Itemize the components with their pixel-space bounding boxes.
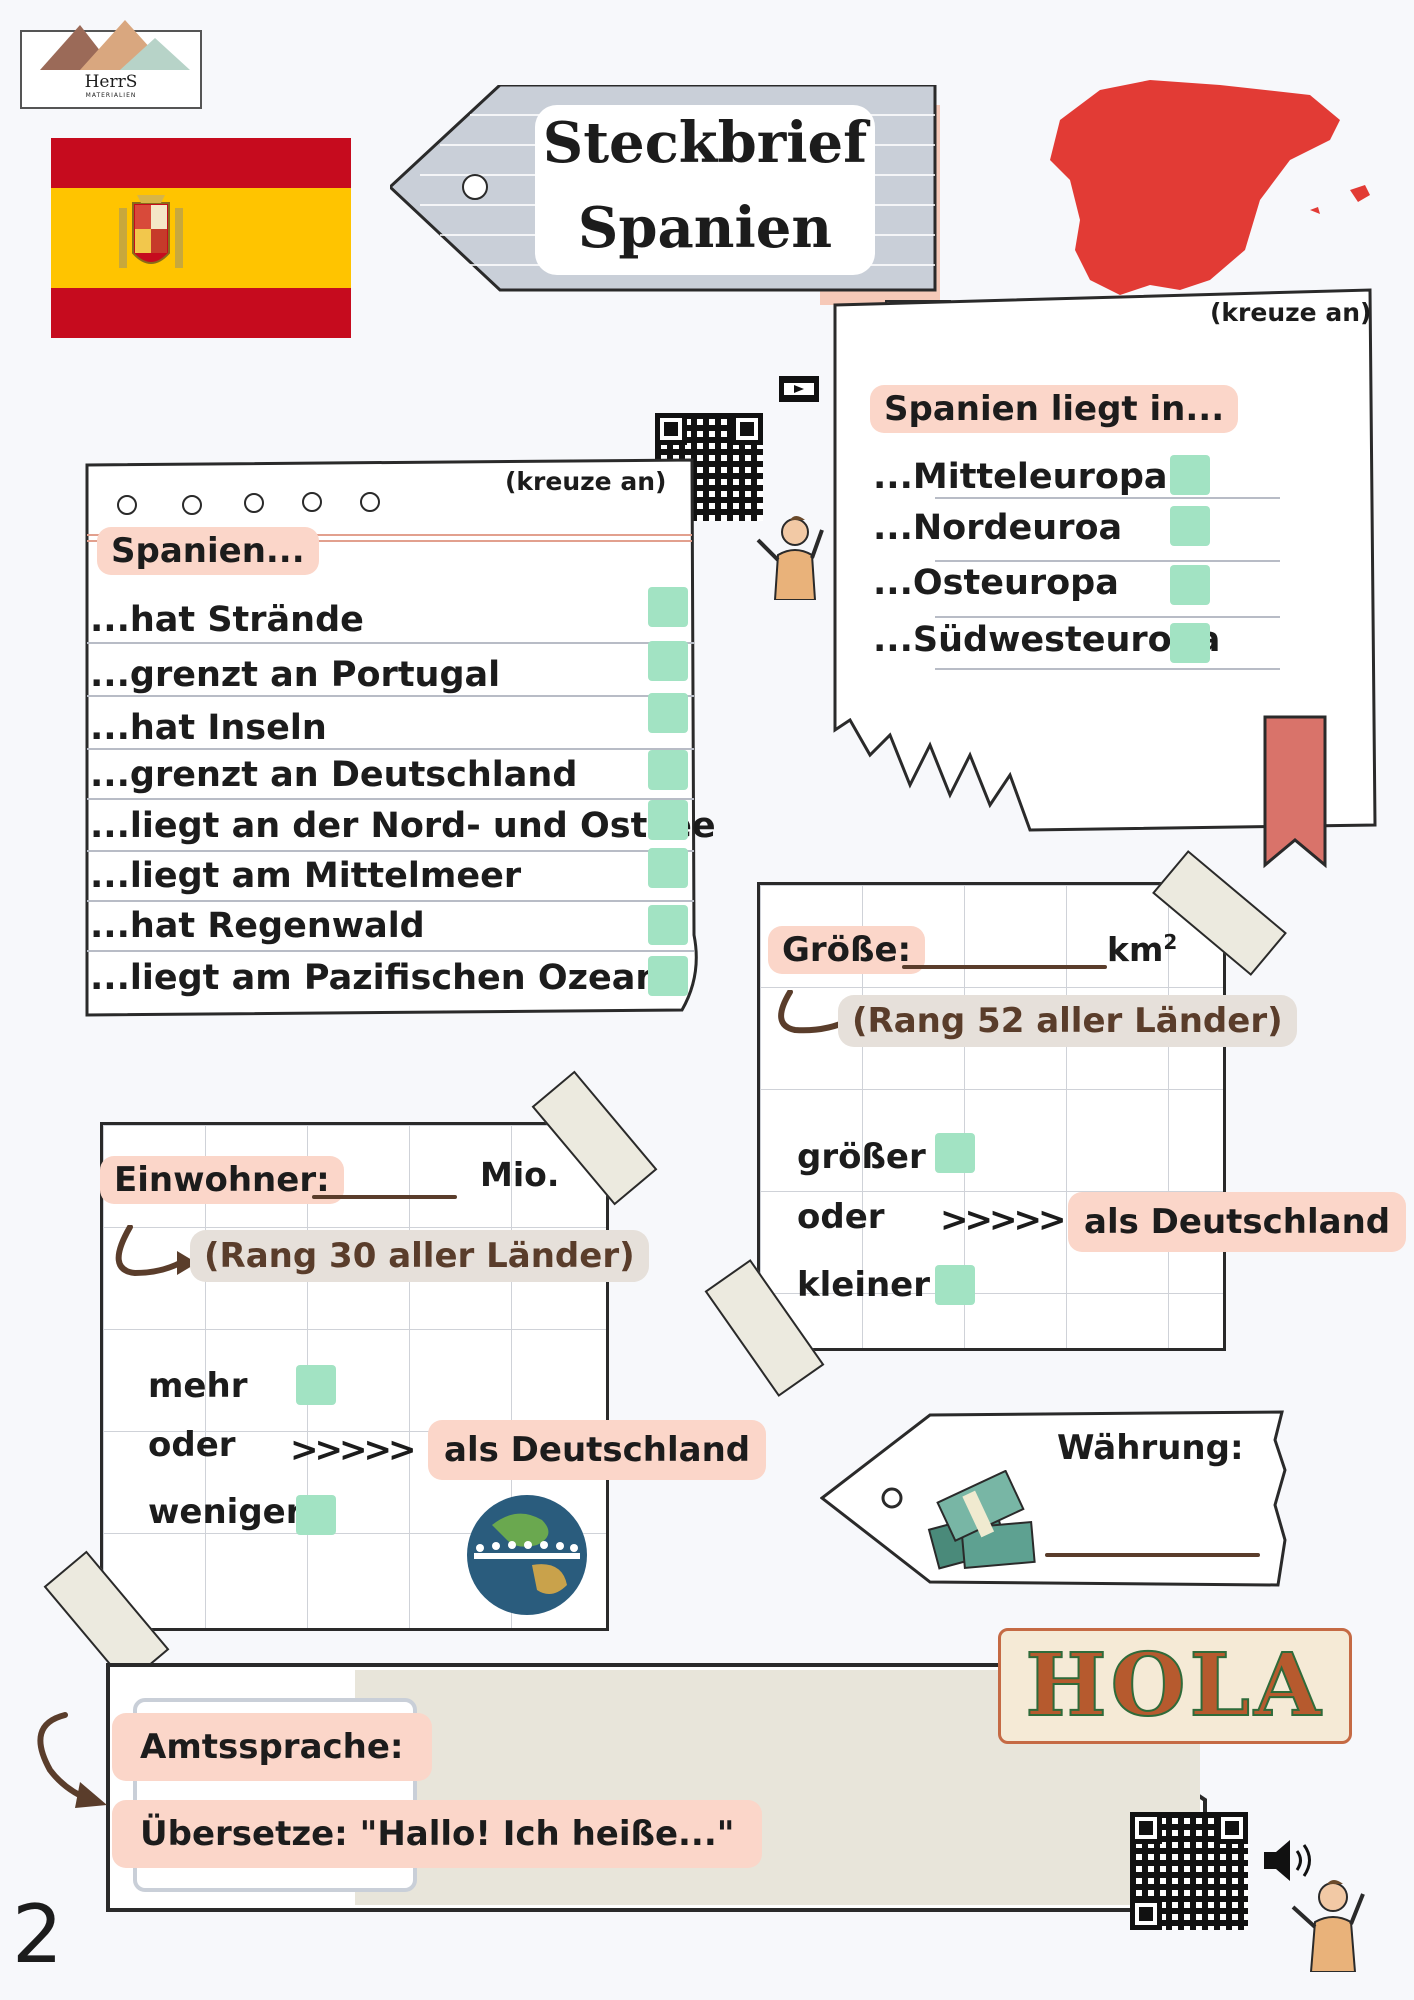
population-more-checkbox[interactable] bbox=[296, 1365, 336, 1405]
translate-prompt: Übersetze: "Hallo! Ich heiße..." bbox=[112, 1800, 763, 1868]
bookmark-ribbon bbox=[1263, 715, 1327, 869]
film-icon[interactable] bbox=[778, 375, 820, 403]
population-or-label: oder bbox=[148, 1425, 236, 1465]
title-signpost bbox=[390, 85, 940, 305]
size-arrows: >>>>> bbox=[940, 1200, 1066, 1240]
money-icon bbox=[927, 1470, 1036, 1570]
location-heading: Spanien liegt in... bbox=[870, 385, 1239, 433]
title-line-1: Steckbrief bbox=[542, 110, 868, 176]
location-hint: (kreuze an) bbox=[1210, 298, 1372, 327]
size-answer-line[interactable] bbox=[902, 965, 1107, 969]
language-label: Amtssprache: bbox=[112, 1713, 432, 1781]
curved-arrow-icon bbox=[37, 1712, 107, 1808]
divider bbox=[935, 497, 1280, 499]
facts-option-5: ...liegt an der Nord- und Ostsee bbox=[90, 806, 716, 846]
facts-paper bbox=[85, 458, 698, 1017]
population-less-label: weniger bbox=[148, 1492, 303, 1532]
size-or-label: oder bbox=[797, 1197, 885, 1237]
page-number: 2 bbox=[12, 1888, 63, 1981]
divider bbox=[935, 668, 1280, 670]
location-option-3: ...Osteuropa bbox=[873, 563, 1119, 603]
title-line-2: Spanien bbox=[577, 195, 833, 261]
divider bbox=[87, 748, 694, 750]
mountain-logo-icon bbox=[40, 20, 190, 70]
location-checkbox-3[interactable] bbox=[1170, 565, 1210, 605]
facts-checkbox-2[interactable] bbox=[648, 641, 688, 681]
facts-checkbox-3[interactable] bbox=[648, 693, 688, 733]
divider bbox=[87, 798, 694, 800]
location-option-4: ...Südwesteuropa bbox=[873, 620, 1221, 660]
facts-checkbox-7[interactable] bbox=[648, 905, 688, 945]
facts-heading: Spanien... bbox=[97, 527, 319, 575]
currency-answer-line[interactable] bbox=[1045, 1553, 1260, 1557]
divider bbox=[87, 950, 694, 952]
facts-option-4: ...grenzt an Deutschland bbox=[90, 755, 578, 795]
divider bbox=[87, 900, 694, 902]
facts-option-1: ...hat Strände bbox=[90, 600, 364, 640]
facts-checkbox-6[interactable] bbox=[648, 848, 688, 888]
curved-arrow-icon bbox=[115, 1225, 197, 1277]
person-icon bbox=[756, 516, 824, 600]
population-label: Einwohner: bbox=[100, 1156, 344, 1204]
globe-icon bbox=[467, 1495, 587, 1615]
divider bbox=[935, 616, 1280, 618]
logo-text: HerrS bbox=[84, 72, 138, 92]
population-more-label: mehr bbox=[148, 1366, 248, 1406]
hola-sign: HOLA bbox=[998, 1628, 1352, 1744]
facts-option-7: ...hat Regenwald bbox=[90, 906, 425, 946]
facts-hint: (kreuze an) bbox=[505, 467, 667, 496]
facts-checkbox-4[interactable] bbox=[648, 750, 688, 790]
divider bbox=[87, 642, 694, 644]
location-option-2: ...Nordeuroa bbox=[873, 508, 1123, 548]
divider bbox=[87, 695, 694, 697]
facts-checkbox-5[interactable] bbox=[648, 800, 688, 840]
person-icon bbox=[1291, 1880, 1365, 1972]
population-arrows: >>>>> bbox=[290, 1430, 416, 1470]
coat-of-arms-icon bbox=[119, 195, 183, 268]
size-compare: als Deutschland bbox=[1068, 1192, 1407, 1252]
facts-checkbox-8[interactable] bbox=[648, 956, 688, 996]
flower-icon bbox=[462, 174, 488, 200]
facts-option-3: ...hat Inseln bbox=[90, 708, 327, 748]
size-more-checkbox[interactable] bbox=[935, 1133, 975, 1173]
population-unit: Mio. bbox=[480, 1155, 560, 1194]
facts-option-8: ...liegt am Pazifischen Ozean bbox=[90, 958, 661, 998]
hola-text: HOLA bbox=[1024, 1634, 1325, 1737]
speaker-icon[interactable] bbox=[1262, 1838, 1317, 1883]
location-checkbox-2[interactable] bbox=[1170, 506, 1210, 546]
location-option-1: ...Mitteleuropa bbox=[873, 457, 1168, 497]
divider bbox=[935, 560, 1280, 562]
population-compare: als Deutschland bbox=[428, 1420, 767, 1480]
divider bbox=[87, 850, 694, 852]
logo-subtext: MATERIALIEN bbox=[85, 92, 137, 99]
size-less-checkbox[interactable] bbox=[935, 1265, 975, 1305]
qr-code-icon[interactable] bbox=[1130, 1812, 1248, 1930]
size-less-label: kleiner bbox=[797, 1265, 931, 1305]
population-answer-line[interactable] bbox=[312, 1195, 457, 1199]
facts-option-6: ...liegt am Mittelmeer bbox=[90, 856, 522, 896]
logo: HerrS MATERIALIEN bbox=[20, 20, 202, 109]
size-rank: (Rang 52 aller Länder) bbox=[838, 995, 1297, 1047]
facts-checkbox-1[interactable] bbox=[648, 587, 688, 627]
size-label: Größe: bbox=[768, 926, 926, 974]
location-checkbox-1[interactable] bbox=[1170, 455, 1210, 495]
size-more-label: größer bbox=[797, 1137, 926, 1177]
currency-label: Währung: bbox=[1057, 1428, 1244, 1468]
facts-option-2: ...grenzt an Portugal bbox=[90, 655, 501, 695]
location-checkbox-4[interactable] bbox=[1170, 623, 1210, 663]
spain-flag bbox=[51, 138, 351, 338]
size-unit: km2 bbox=[1107, 930, 1178, 969]
population-less-checkbox[interactable] bbox=[296, 1495, 336, 1535]
population-rank: (Rang 30 aller Länder) bbox=[190, 1230, 649, 1282]
